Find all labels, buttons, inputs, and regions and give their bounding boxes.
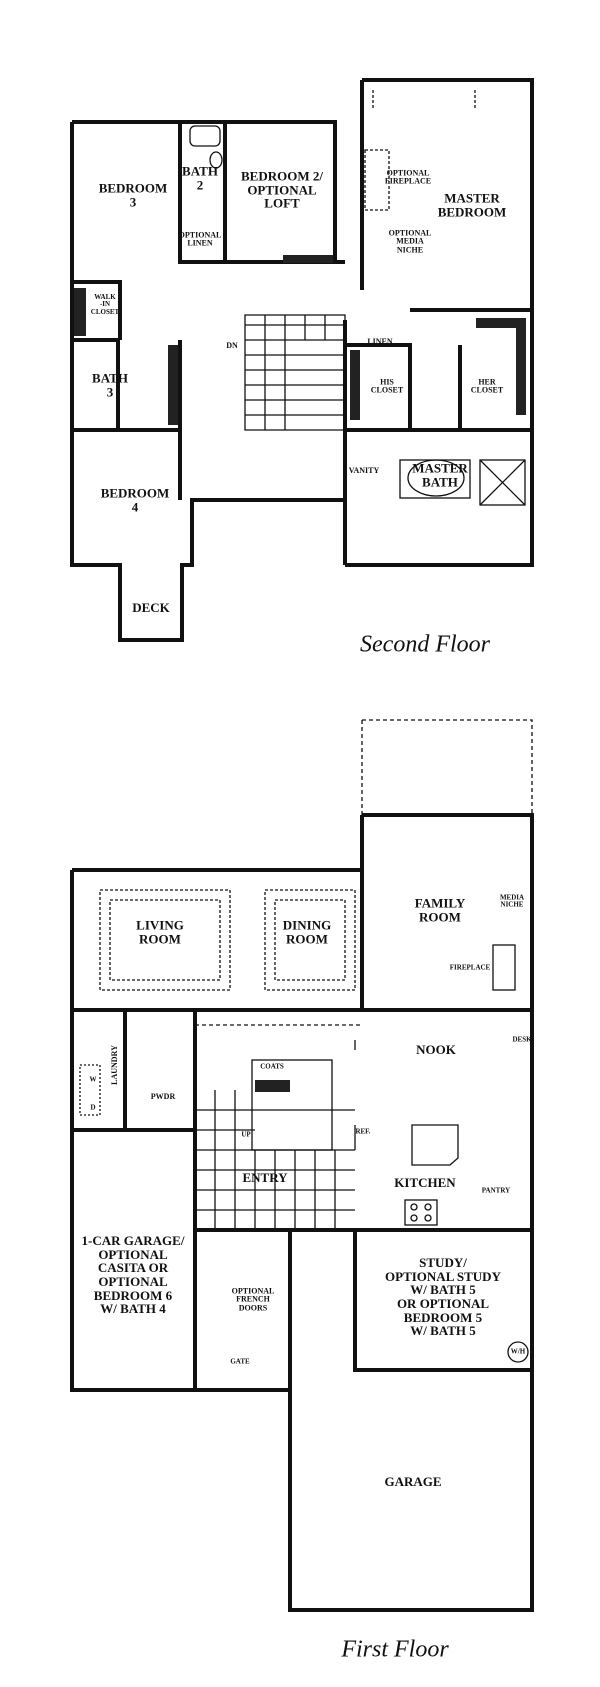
second-floor-walls	[70, 78, 534, 642]
room-garage: GARAGE	[384, 1474, 442, 1490]
label-vanity: VANITY	[348, 465, 380, 475]
room-pantry: PANTRY	[481, 1186, 511, 1195]
wall-north	[72, 120, 337, 262]
label-stairs-up: UP	[241, 1130, 251, 1139]
label-refrigerator: REF.	[355, 1127, 371, 1136]
label-stairs-down: DN	[226, 340, 238, 350]
second-floor-details	[189, 90, 526, 506]
room-deck: DECK	[132, 600, 170, 616]
first-floor-title: First Floor	[341, 1636, 449, 1663]
room-living-room: LIVING ROOM	[136, 917, 184, 946]
room-laundry: LAUNDRY	[109, 1045, 119, 1085]
label-optional-french-doors: OPTIONAL FRENCH DOORS	[231, 1286, 275, 1313]
wall-west	[70, 122, 347, 642]
room-nook: NOOK	[416, 1042, 456, 1058]
room-bedroom-2: BEDROOM 2/ OPTIONAL LOFT	[241, 168, 323, 211]
room-kitchen: KITCHEN	[394, 1175, 456, 1191]
room-entry: ENTRY	[242, 1170, 288, 1186]
room-bath-2: BATH 2	[182, 163, 218, 192]
label-coats: COATS	[260, 1062, 284, 1071]
room-master-bath: MASTER BATH	[412, 460, 468, 489]
label-water-heater: W/H	[510, 1347, 526, 1356]
room-bedroom-4: BEDROOM 4	[100, 485, 170, 514]
label-fireplace: FIREPLACE	[449, 963, 491, 972]
label-desk: DESK	[512, 1035, 532, 1044]
label-optional-media-niche: OPTIONAL MEDIA NICHE	[388, 228, 432, 255]
label-media-niche: MEDIA NICHE	[499, 893, 525, 909]
room-linen: LINEN	[367, 336, 393, 346]
room-powder: PWDR	[150, 1091, 176, 1101]
wall-master	[345, 78, 534, 567]
label-dryer: D	[90, 1103, 96, 1112]
closet-hatching	[74, 255, 526, 425]
room-dining-room: DINING ROOM	[282, 917, 332, 946]
room-his-closet: HIS CLOSET	[370, 377, 404, 395]
first-floor-details	[79, 719, 533, 1363]
room-walk-in-closet: WALK -IN CLOSET	[90, 292, 120, 316]
label-washer: W	[89, 1075, 97, 1084]
room-bath-3: BATH 3	[92, 370, 128, 399]
room-bedroom-3: BEDROOM 3	[98, 180, 168, 209]
label-optional-fireplace: OPTIONAL FIREPLACE	[384, 168, 432, 186]
room-master-bedroom: MASTER BEDROOM	[437, 190, 507, 219]
label-gate: GATE	[230, 1357, 250, 1366]
coat-closet-hatching	[255, 1080, 290, 1092]
second-floor-title: Second Floor	[360, 631, 490, 658]
room-her-closet: HER CLOSET	[470, 377, 504, 395]
room-family-room: FAMILY ROOM	[414, 895, 466, 924]
room-optional-linen: OPTIONAL LINEN	[178, 230, 222, 248]
room-study: STUDY/ OPTIONAL STUDY W/ BATH 5 OR OPTIO…	[385, 1255, 501, 1339]
first-floor-walls	[70, 813, 534, 1612]
room-1-car-garage: 1-CAR GARAGE/ OPTIONAL CASITA OR OPTIONA…	[81, 1233, 185, 1317]
